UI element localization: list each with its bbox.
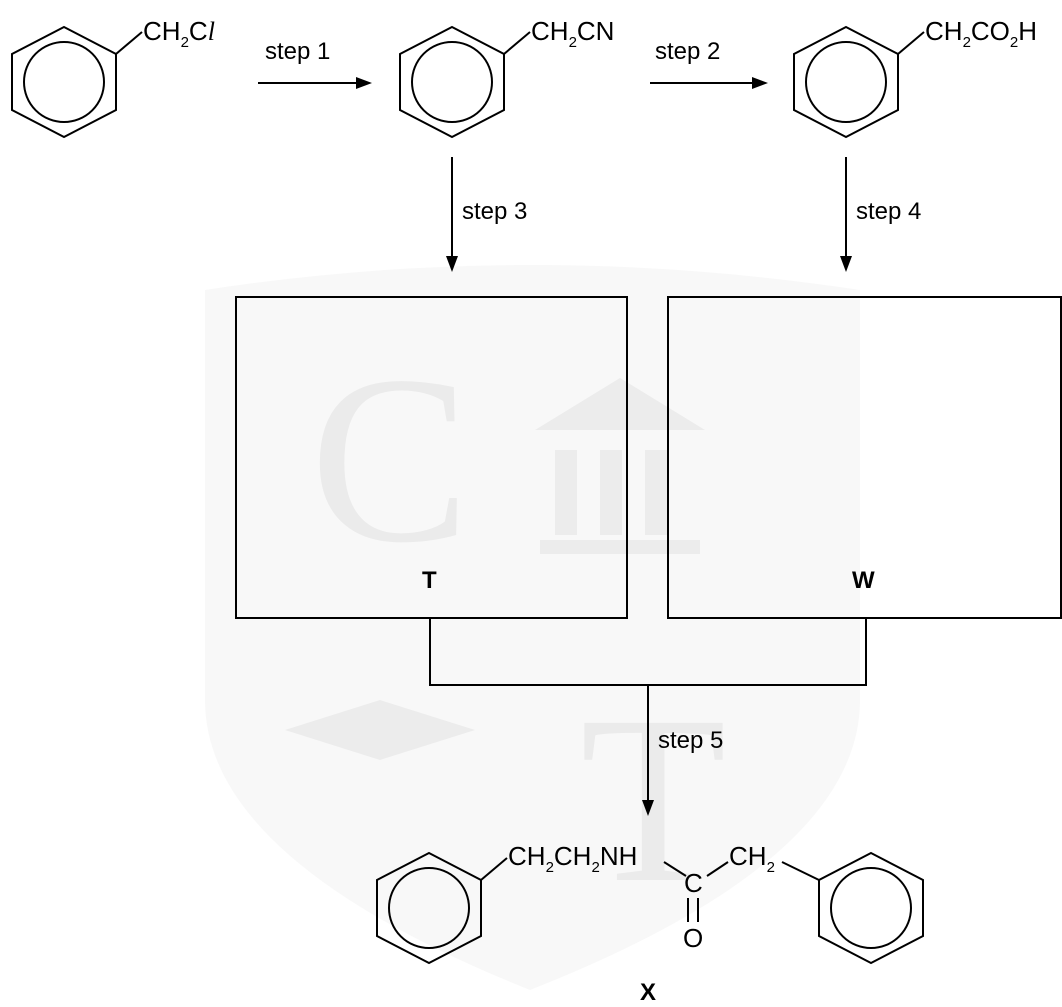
formula-ch2cn: CH2CN (531, 16, 614, 51)
bond-x-right (781, 861, 820, 881)
bond-nh-c (663, 861, 687, 877)
label-step-4: step 4 (856, 198, 921, 225)
label-step-5: step 5 (658, 727, 723, 754)
box-w: W (667, 296, 1062, 619)
aromatic-circle-3 (805, 41, 887, 123)
watermark-building-base (540, 540, 700, 554)
benzene-ring-3 (793, 25, 899, 139)
bond-1 (115, 31, 143, 55)
label-step-3: step 3 (462, 198, 527, 225)
watermark-building-col3 (645, 450, 667, 535)
watermark-shield (205, 265, 860, 990)
bond-2 (503, 31, 531, 55)
benzene-ring-x-right (818, 851, 924, 965)
aromatic-circle-1 (23, 41, 105, 123)
aromatic-circle-2 (411, 41, 493, 123)
formula-ch2-right: CH2 (729, 841, 775, 876)
watermark-letter-c: C (310, 326, 470, 592)
arrow-step-2: step 2 (650, 38, 768, 89)
watermark-building-roof (535, 378, 705, 430)
label-w: W (852, 567, 875, 594)
label-x: X (640, 979, 656, 1006)
box-t: T (235, 296, 628, 619)
watermark-letter-t: T (580, 666, 727, 932)
compound-benzyl-chloride: CH2Cl (11, 16, 215, 139)
formula-ch2co2h: CH2CO2H (925, 16, 1037, 51)
label-t: T (422, 567, 437, 594)
bond-x-left (480, 857, 508, 881)
label-step-1: step 1 (265, 38, 330, 65)
arrow-step-4: step 4 (840, 157, 921, 272)
carbonyl-carbon: C (684, 868, 703, 898)
compound-x: CH2CH2NH C O CH2 X (376, 841, 924, 1006)
bond-c-ch2 (706, 861, 729, 877)
formula-ch2ch2nh: CH2CH2NH (508, 841, 637, 876)
watermark-cap (285, 700, 475, 760)
aromatic-circle-x-left (388, 867, 470, 949)
watermark-logo: C T (205, 265, 860, 990)
benzene-ring-2 (399, 25, 505, 139)
arrow-step-1: step 1 (258, 38, 372, 89)
benzene-ring-1 (11, 25, 117, 139)
carbonyl-oxygen: O (683, 923, 703, 953)
arrow-step-3: step 3 (446, 157, 527, 272)
label-step-2: step 2 (655, 38, 720, 65)
watermark-building-col2 (600, 450, 622, 535)
compound-phenylacetic-acid: CH2CO2H (793, 16, 1037, 139)
formula-ch2cl: CH2Cl (143, 16, 215, 51)
arrow-step-5: step 5 (429, 618, 867, 816)
bond-3 (897, 31, 925, 55)
compound-benzyl-cyanide: CH2CN (399, 16, 614, 139)
watermark-building-col1 (555, 450, 577, 535)
aromatic-circle-x-right (830, 867, 912, 949)
